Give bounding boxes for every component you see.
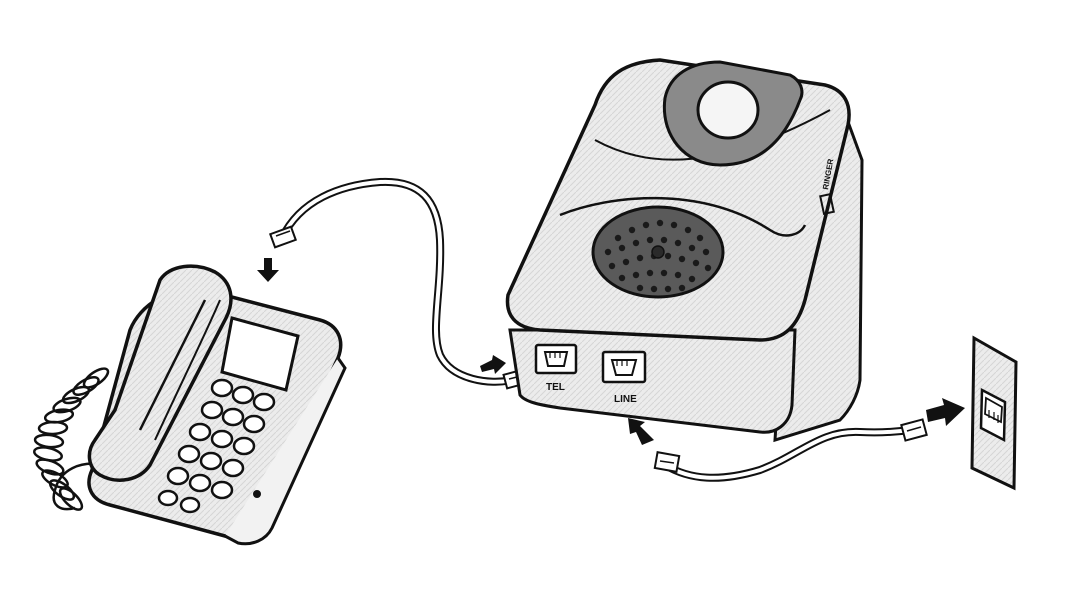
tel-port[interactable] [534,343,578,375]
rj11-plug-icon [653,451,681,473]
line-port-label: LINE [614,394,637,405]
keypad [157,378,276,514]
arrow-icon [480,355,506,374]
ringer-device-icon: RINGER [505,58,864,443]
coiled-cord [32,367,110,511]
rj11-plug-icon [900,418,928,442]
line-port[interactable] [601,350,647,384]
rj11-plug-icon [268,225,298,249]
arrow-icon [257,258,279,282]
speaker-grille [591,205,725,299]
arrow-icon [926,398,965,426]
wall-jack-icon [970,335,1018,491]
desk-phone-icon [32,264,347,546]
arrow-icon [628,418,654,445]
tel-port-label: TEL [546,382,565,393]
